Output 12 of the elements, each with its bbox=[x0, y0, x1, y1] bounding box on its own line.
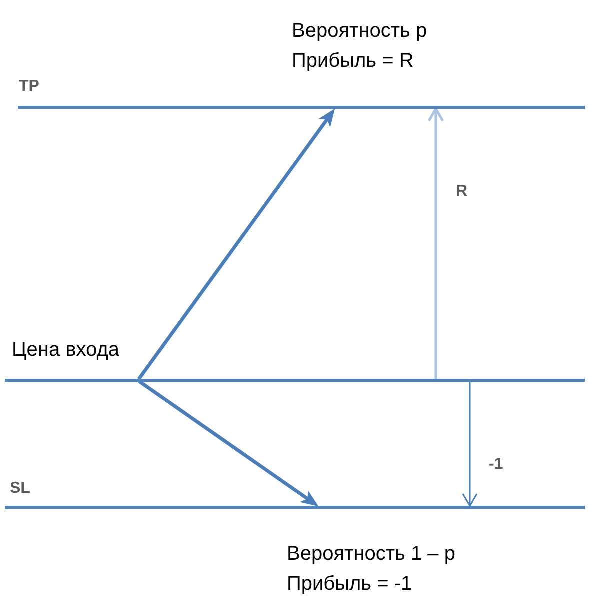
level-label: TP bbox=[19, 78, 40, 96]
arrow bbox=[137, 108, 336, 380]
probability-note: Вероятность 1 – p bbox=[287, 543, 456, 566]
level-label: Цена входа bbox=[12, 339, 120, 362]
price-level-line bbox=[5, 479, 585, 509]
profit-note: Прибыль = -1 bbox=[287, 573, 412, 596]
arrow bbox=[138, 380, 319, 507]
probability-note: Вероятность p bbox=[292, 20, 428, 43]
arrow bbox=[428, 108, 444, 379]
level-label: SL bbox=[10, 480, 30, 498]
profit-note: Прибыль = R bbox=[292, 50, 414, 73]
arrow bbox=[462, 382, 478, 507]
